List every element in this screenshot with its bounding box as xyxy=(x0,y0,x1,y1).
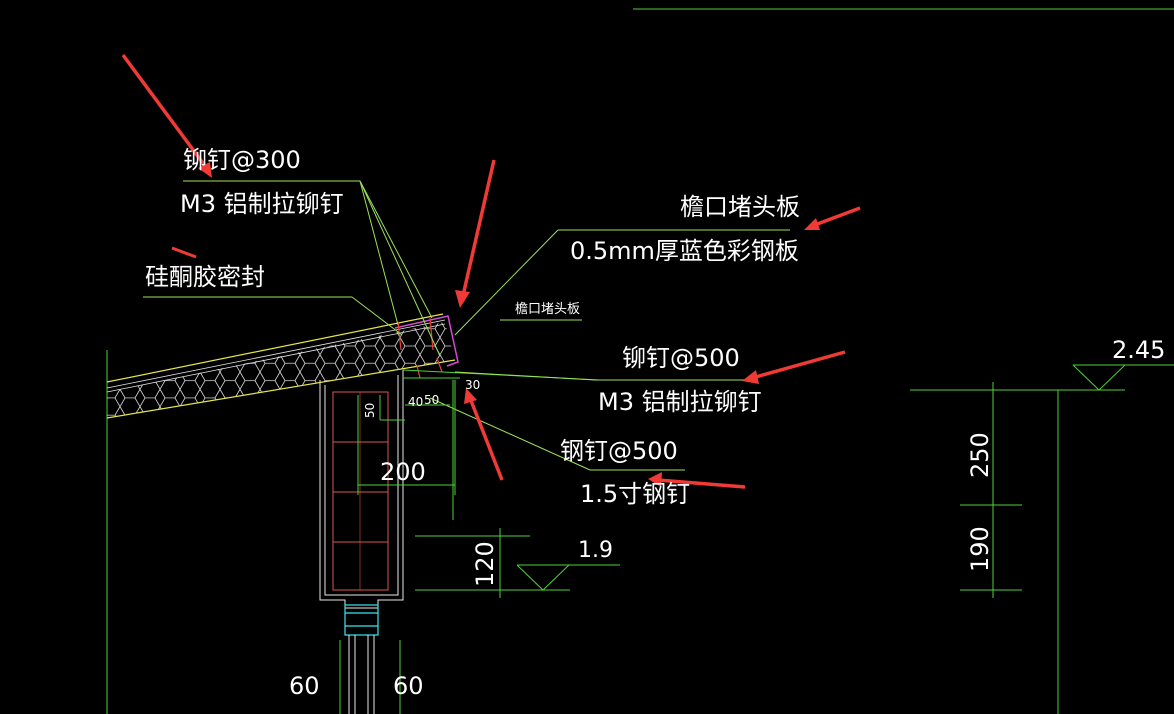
arrow-rivet-500 xyxy=(751,350,846,380)
label-sealant: 硅酮胶密封 xyxy=(145,263,265,291)
arrow-rivet-flashing xyxy=(460,159,496,301)
arrow-nail-500 xyxy=(657,478,746,489)
eave-flashing xyxy=(394,315,459,367)
dim-40: 40 xyxy=(408,395,423,409)
roof-panel xyxy=(106,313,456,419)
label-eave-board-title: 檐口堵头板 xyxy=(680,193,800,221)
level-mid-value: 1.9 xyxy=(578,538,613,563)
label-rivet-500-type: M3 铝制拉铆钉 xyxy=(598,388,762,416)
red-arrows xyxy=(121,53,861,489)
arrow-sealant xyxy=(171,246,197,259)
arrow-eave-board xyxy=(811,206,861,228)
level-symbol-right xyxy=(1072,364,1174,391)
leader-lines xyxy=(143,180,790,471)
label-nail-500-spacing: 钢钉@500 xyxy=(560,437,678,465)
label-rivet-500-spacing: 铆钉@500 xyxy=(622,344,740,372)
label-nail-500-type: 1.5寸钢钉 xyxy=(580,480,690,508)
dim-50-vertical: 50 xyxy=(363,403,377,418)
dim-50: 50 xyxy=(424,393,439,407)
label-eave-board-material: 0.5mm厚蓝色彩钢板 xyxy=(570,237,799,265)
dim-250: 250 xyxy=(966,432,994,478)
arrow-rivet-500-head xyxy=(742,370,759,384)
dim-60-right: 60 xyxy=(393,672,424,700)
dim-120: 120 xyxy=(471,541,499,587)
arrow-rivet-300 xyxy=(121,53,210,172)
arrow-nail-lower-head xyxy=(464,388,477,404)
dim-200: 200 xyxy=(380,458,426,486)
label-eave-board-small: 檐口堵头板 xyxy=(515,302,580,317)
fastener-markers xyxy=(397,317,443,379)
label-rivet-300-type: M3 铝制拉铆钉 xyxy=(180,190,344,218)
dim-190: 190 xyxy=(966,526,994,572)
wall-frame xyxy=(319,369,601,609)
level-symbol-mid xyxy=(516,564,620,591)
dim-30: 30 xyxy=(465,378,480,392)
window-frame xyxy=(339,604,401,714)
level-right-value: 2.45 xyxy=(1112,336,1165,364)
arrow-rivet-flashing-head xyxy=(455,290,470,308)
label-rivet-300-spacing: 铆钉@300 xyxy=(183,146,301,174)
dim-60-left: 60 xyxy=(289,672,320,700)
arrow-eave-board-head xyxy=(804,218,820,230)
arrow-rivet-300-head xyxy=(198,162,212,178)
dimension-lines xyxy=(357,380,1125,714)
timber-beam xyxy=(332,391,389,591)
arrow-nail-500-head xyxy=(648,472,662,487)
arrow-nail-lower xyxy=(468,397,504,481)
